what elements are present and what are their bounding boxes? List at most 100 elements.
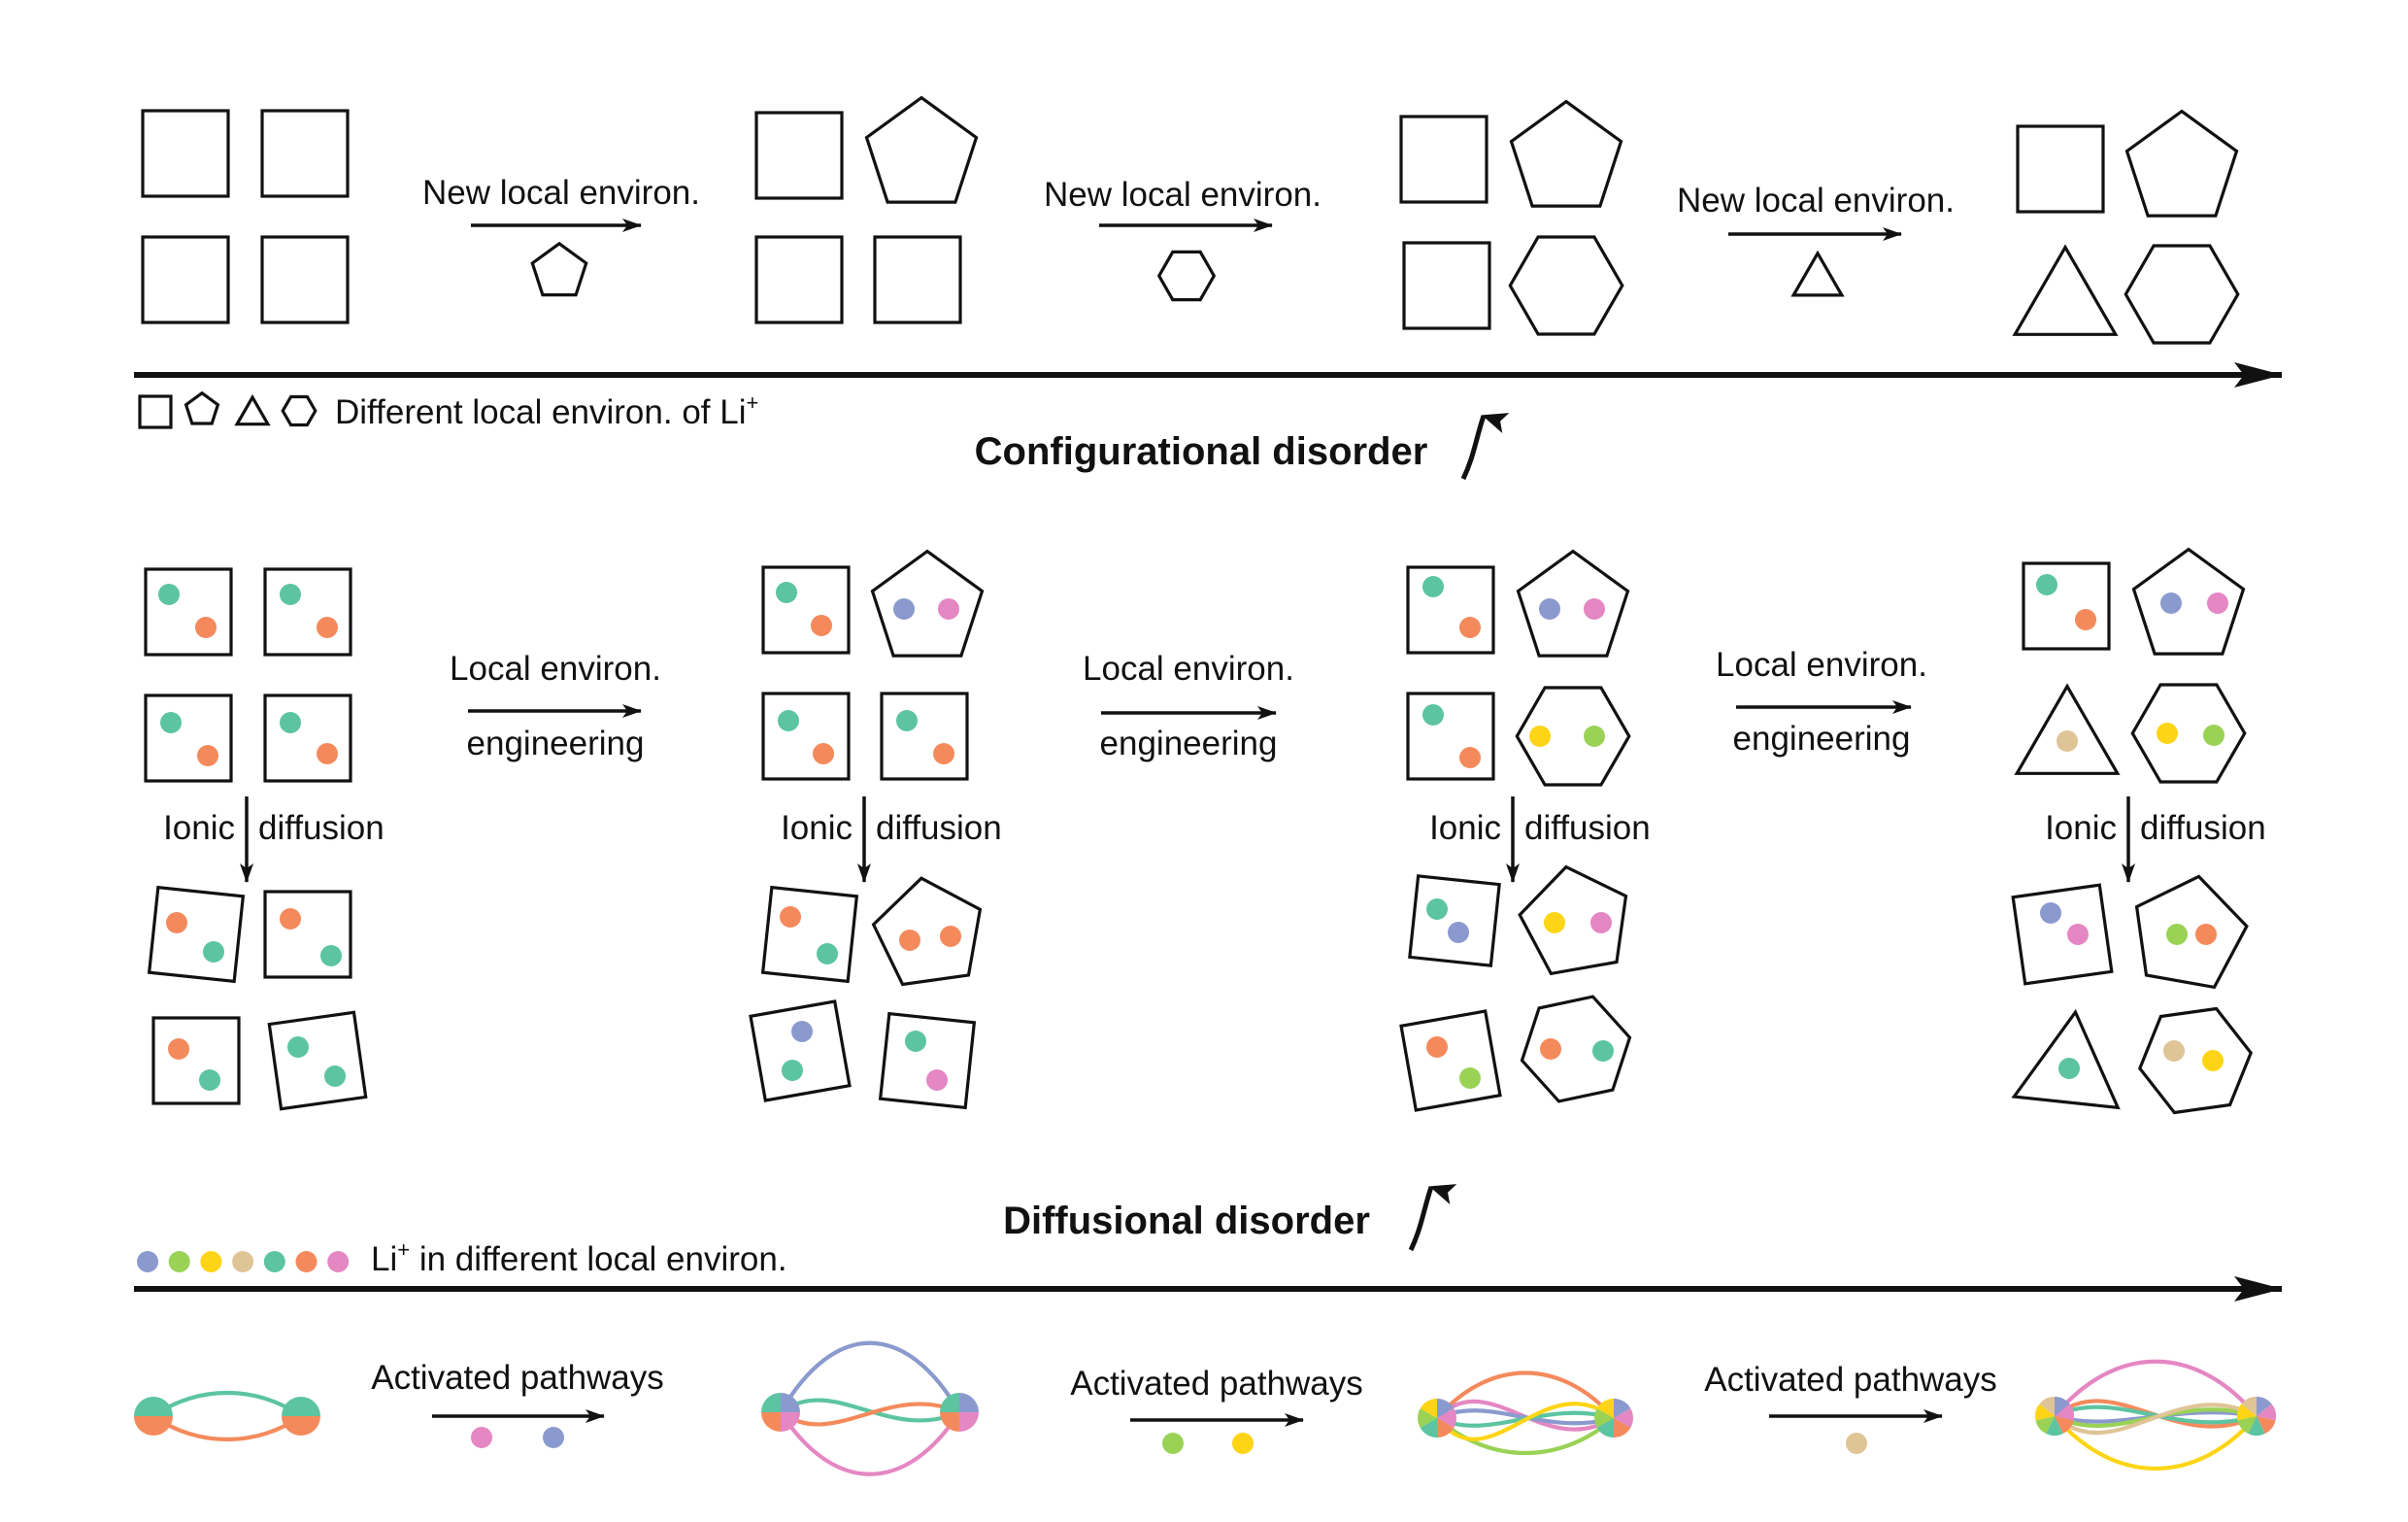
green-li-ion (905, 1031, 926, 1052)
diffusion-site-2 (263, 567, 352, 657)
diffusion-legend-dots (137, 1251, 350, 1272)
config-step-label-3: New local environ. (1677, 182, 1955, 220)
node-sector (1594, 1408, 1614, 1428)
pink-legend-dot (327, 1251, 350, 1272)
diffusion-label-3: diffusion (1524, 809, 1651, 847)
node-sector (1420, 1418, 1437, 1437)
node-sector (2236, 1404, 2257, 1421)
config-step-label-1: New local environ. (422, 174, 700, 212)
orange-li-ion (2195, 924, 2217, 945)
orange-li-ion (811, 615, 832, 636)
triangle-config-4-3 (2012, 244, 2119, 336)
pink-li-ion (938, 598, 959, 620)
blue-li-ion (893, 598, 915, 620)
pink-pathway (2052, 1359, 2259, 1419)
node-sector (761, 1393, 781, 1412)
yellow-new-ion (1232, 1433, 1254, 1454)
orange-li-ion (899, 930, 920, 951)
green-li-ion (1592, 1040, 1614, 1062)
node-sector (2248, 1416, 2265, 1436)
hexagon-outline (1520, 995, 1632, 1103)
orange-li-ion (940, 926, 961, 947)
node-sector (1596, 1399, 1614, 1418)
diffusion-site-17 (1406, 565, 1495, 655)
green-legend-dot (263, 1251, 285, 1272)
pathways-section: Activated pathways Activated pathways Ac… (134, 1340, 2277, 1476)
node-sector (1614, 1399, 1631, 1418)
node-sector (2237, 1416, 2257, 1434)
green-pathway (778, 1398, 962, 1423)
diffusion-site-14 (871, 876, 983, 987)
diffusion-site-24 (1520, 995, 1632, 1103)
green-li-ion (203, 941, 224, 963)
new-triangle-icon (1790, 250, 1845, 297)
orange-li-ion (2075, 609, 2096, 630)
pink-pathway (1434, 1399, 1617, 1432)
lime-li-ion (1584, 726, 1605, 747)
node-sector (781, 1393, 800, 1412)
diffusion-label-4: diffusion (2140, 809, 2266, 847)
config-legend-icons (138, 390, 318, 429)
pathway-node-left-4 (2034, 1397, 2075, 1436)
blue-li-ion (2160, 592, 2182, 614)
pathway-new-ions (471, 1427, 1867, 1454)
node-sector (1614, 1408, 1633, 1428)
pathway-group-3 (1418, 1370, 1633, 1455)
blue-li-ion (1448, 922, 1469, 943)
square-outline (1406, 692, 1495, 781)
green-li-ion (287, 1036, 309, 1058)
diffusion-site-20 (1515, 686, 1631, 787)
hexagon-outline (2137, 1006, 2254, 1115)
node-sector (2034, 1404, 2055, 1421)
node-sector (959, 1412, 979, 1432)
orange-li-ion (197, 745, 218, 766)
diff-step-label-3b: engineering (1733, 720, 1911, 758)
yellow-li-ion (1544, 912, 1565, 933)
square-outline (263, 890, 352, 979)
square-outline (147, 885, 246, 984)
square-config-2-1 (754, 111, 844, 200)
blue-li-ion (2040, 902, 2061, 924)
square-config-1-2 (260, 109, 350, 198)
diff-step-label-1b: engineering (467, 725, 645, 762)
config-shapes (141, 95, 2240, 345)
diffusion-label-1: diffusion (258, 809, 385, 847)
square-outline (749, 999, 852, 1102)
diffusion-site-8 (267, 1010, 368, 1111)
diffusion-shapes (144, 547, 2254, 1115)
pathway-node-left-2 (761, 1393, 800, 1432)
hexagon-outline (2130, 683, 2247, 784)
blue-pathway (1434, 1408, 1617, 1426)
blue-li-ion (1539, 598, 1560, 620)
diffusion-site-31 (2011, 1008, 2121, 1110)
lime-li-ion (2203, 725, 2224, 746)
square-outline (1399, 1009, 1502, 1112)
triangle-outline (2014, 683, 2121, 775)
square-outline (151, 1016, 241, 1105)
pathway-node-right-4 (2236, 1397, 2277, 1436)
diffusion-site-32 (2137, 1006, 2254, 1115)
green-li-ion (782, 1060, 803, 1081)
diff-step-label-3a: Local environ. (1716, 646, 1927, 684)
hexagon-config-4-4 (2124, 244, 2240, 345)
diffusion-site-13 (760, 885, 859, 984)
ionic-label-1: Ionic (163, 809, 235, 847)
orange-legend-dot (295, 1251, 318, 1272)
pentagon-outline (870, 549, 985, 658)
diffusion-site-6 (263, 890, 352, 979)
diffusion-site-25 (2022, 561, 2111, 651)
node-sector (2257, 1404, 2277, 1421)
lime-legend-dot (168, 1251, 190, 1272)
node-sector (2241, 1397, 2257, 1416)
square-outline (761, 692, 851, 781)
ionic-label-3: Ionic (1429, 809, 1501, 847)
green-pathway (150, 1390, 304, 1419)
config-section: New local environ. New local environ. Ne… (134, 95, 2283, 481)
pentagon-outline (1518, 864, 1628, 976)
tan-new-ion (1846, 1433, 1867, 1454)
node-sector (761, 1412, 781, 1432)
blue-legend-dot (137, 1251, 158, 1272)
pentagon-outline (871, 876, 983, 987)
pathway-step-label-3: Activated pathways (1704, 1361, 1997, 1399)
